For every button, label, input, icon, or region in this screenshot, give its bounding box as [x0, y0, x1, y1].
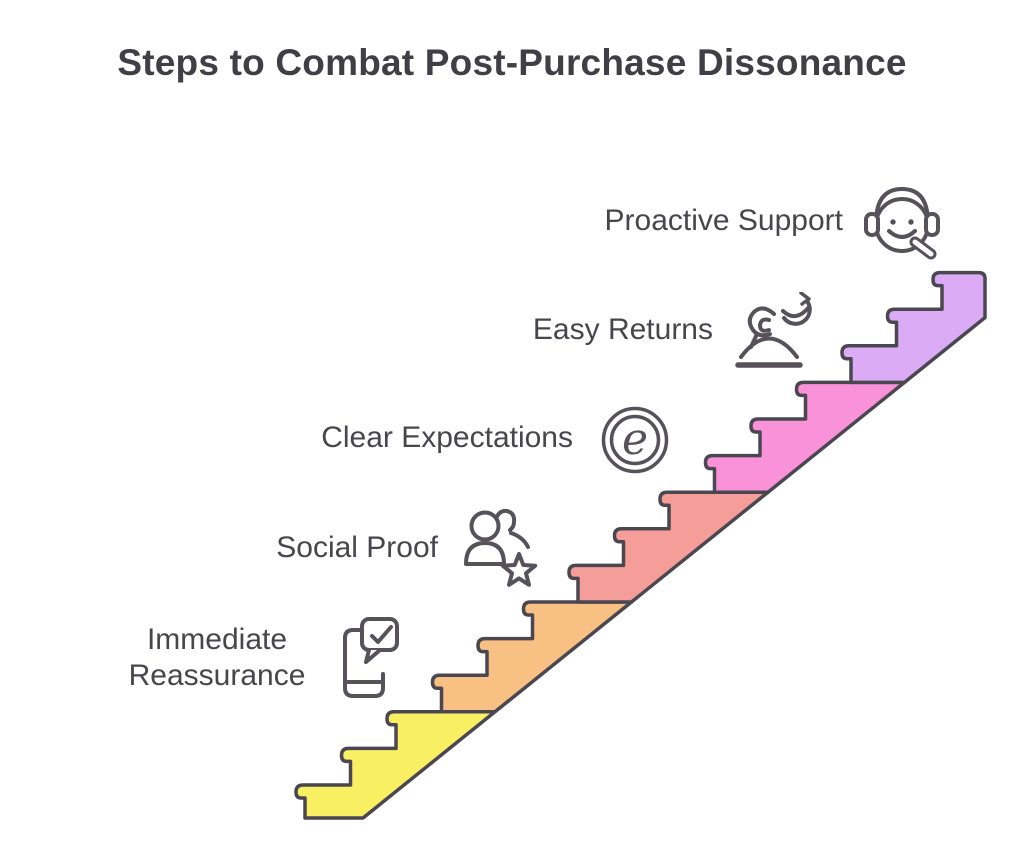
- package-return-icon: [729, 292, 819, 374]
- stair-segment-3: [567, 490, 770, 604]
- stair-segment-5: [840, 270, 987, 385]
- step-label-social-proof: Social Proof: [276, 531, 438, 564]
- e-circle-icon: e: [599, 403, 671, 477]
- page-title: Steps to Combat Post-Purchase Dissonance: [117, 42, 907, 83]
- support-headset-icon: [857, 181, 947, 261]
- step-label-easy-returns: Easy Returns: [532, 313, 713, 346]
- step-label-immediate-reassurance: Immediate Reassurance: [128, 623, 306, 692]
- step-label-proactive-support: Proactive Support: [604, 204, 843, 237]
- stair-segment-2: [430, 600, 634, 714]
- people-star-icon: [457, 506, 543, 594]
- step-label-clear-expectations: Clear Expectations: [321, 421, 573, 454]
- phone-check-icon: [322, 617, 400, 701]
- svg-text:e: e: [622, 414, 648, 465]
- stair-segment-4: [703, 380, 907, 494]
- stair-segment-1: [294, 710, 497, 820]
